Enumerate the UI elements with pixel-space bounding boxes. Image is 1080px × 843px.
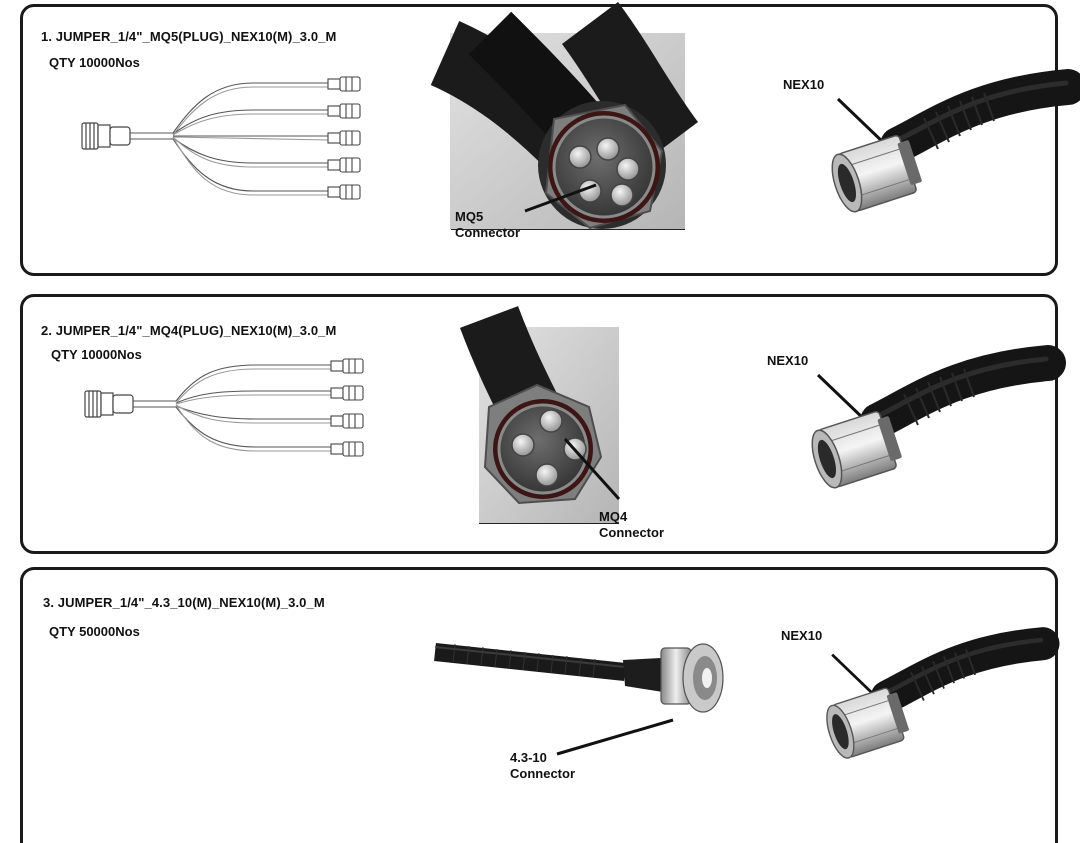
mq5-callout: MQ5 Connector [455, 209, 520, 241]
harness-drawing-5-leg [81, 76, 361, 200]
callout-name: MQ4 [599, 509, 628, 524]
nex10-connector-photo [823, 636, 1043, 776]
connector-4-3-10-photo [434, 643, 724, 756]
item-title: 1. JUMPER_1/4"_MQ5(PLUG)_NEX10(M)_3.0_M [41, 29, 337, 44]
callout-name: MQ5 [455, 209, 484, 224]
connector-4-3-10-callout: 4.3-10 Connector [510, 750, 575, 782]
nex10-connector-photo [828, 85, 1068, 225]
harness-drawing-4-leg [84, 358, 364, 457]
item-quantity: QTY 50000Nos [49, 624, 140, 639]
mq5-connector-photo [430, 2, 699, 230]
photo-underline [479, 523, 619, 524]
item-panel-3: 3. JUMPER_1/4"_4.3_10(M)_NEX10(M)_3.0_M … [20, 567, 1058, 843]
mq4-connector-photo [459, 306, 621, 523]
nex10-callout: NEX10 [767, 353, 809, 368]
photo-underline [451, 229, 685, 230]
item-title: 2. JUMPER_1/4"_MQ4(PLUG)_NEX10(M)_3.0_M [41, 323, 337, 338]
item-title: 3. JUMPER_1/4"_4.3_10(M)_NEX10(M)_3.0_M [43, 595, 325, 610]
item-panel-1: 1. JUMPER_1/4"_MQ5(PLUG)_NEX10(M)_3.0_M … [20, 2, 1058, 276]
callout-name: 4.3-10 [510, 750, 547, 765]
item-quantity: QTY 10000Nos [51, 347, 142, 362]
item-quantity: QTY 10000Nos [49, 55, 140, 70]
nex10-callout: NEX10 [783, 77, 825, 92]
item-panel-2: 2. JUMPER_1/4"_MQ4(PLUG)_NEX10(M)_3.0_M … [20, 294, 1058, 554]
callout-word: Connector [510, 766, 575, 781]
nex10-callout: NEX10 [781, 628, 823, 643]
nex10-connector-photo [808, 361, 1048, 501]
callout-word: Connector [599, 525, 664, 540]
callout-word: Connector [455, 225, 520, 240]
mq4-callout: MQ4 Connector [599, 509, 664, 541]
